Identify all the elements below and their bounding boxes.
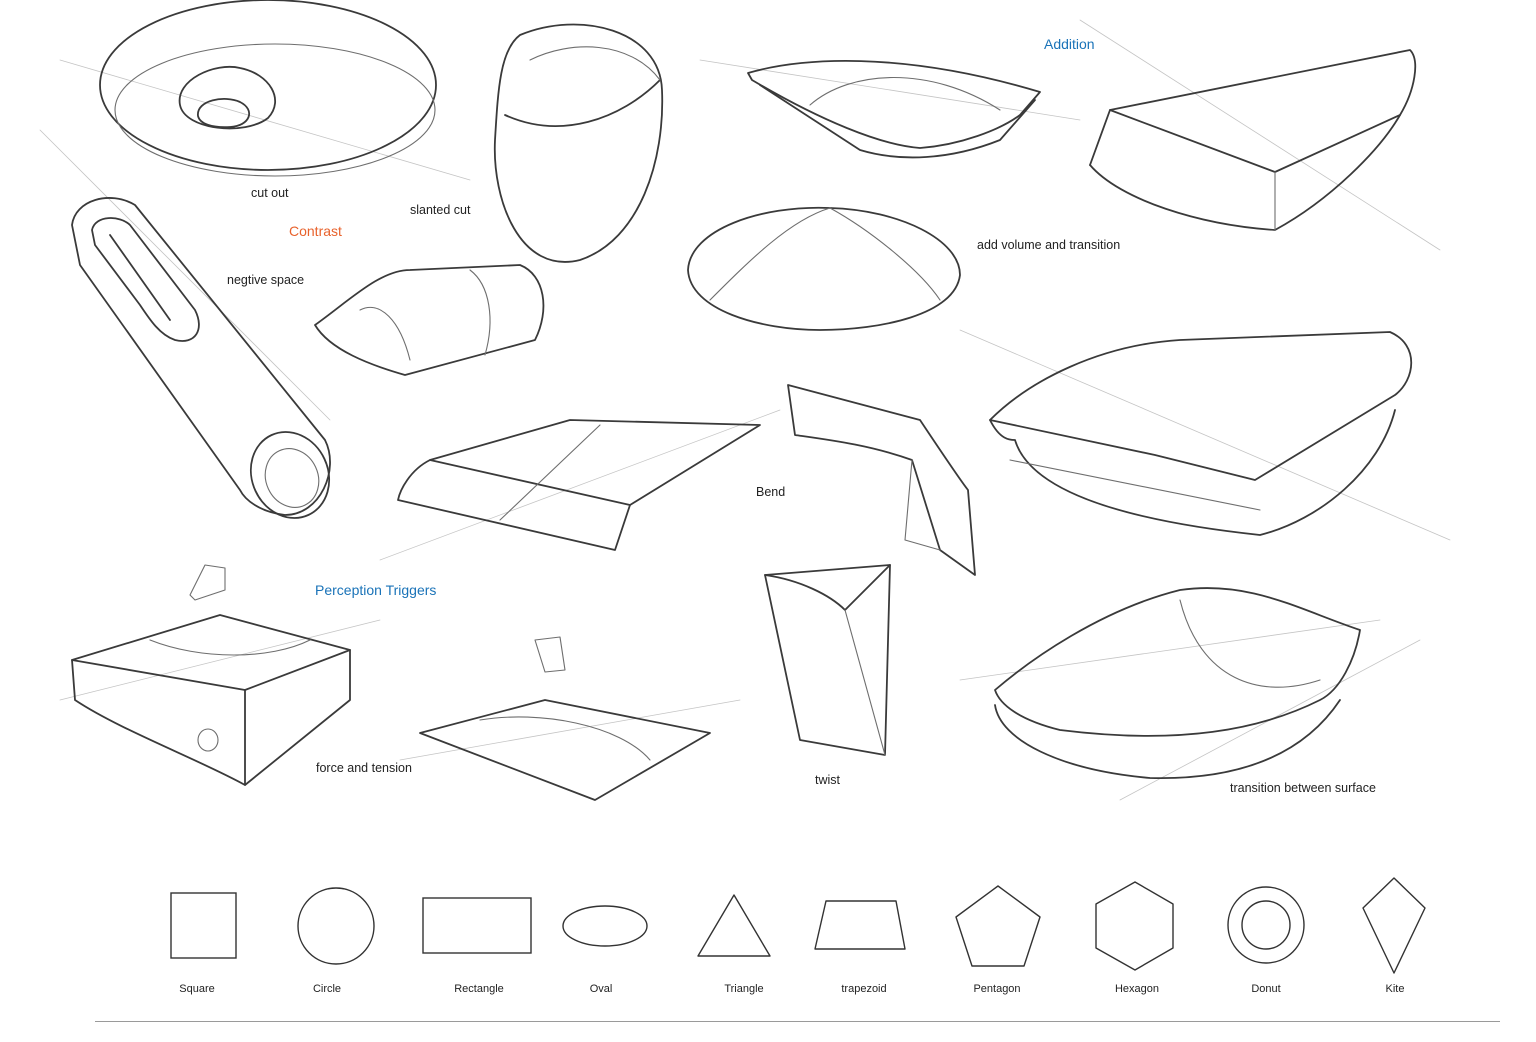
stacked-slab-sketch bbox=[989, 331, 1413, 536]
bend-panel-sketch bbox=[397, 419, 761, 551]
caption-hexagon: Hexagon bbox=[1114, 983, 1160, 995]
addition-block-sketch bbox=[1089, 49, 1417, 231]
label-slanted-cut: slanted cut bbox=[410, 203, 471, 217]
add-volume-sketch bbox=[687, 206, 961, 331]
trapezoid-icon bbox=[814, 900, 906, 950]
caption-triangle: Triangle bbox=[724, 983, 764, 995]
rectangle-icon bbox=[422, 897, 532, 954]
label-bend: Bend bbox=[756, 485, 786, 499]
heading-perception-triggers: Perception Triggers bbox=[315, 582, 437, 598]
kite-icon bbox=[1362, 877, 1426, 974]
square-icon bbox=[170, 892, 237, 959]
addition-tray-sketch bbox=[747, 60, 1041, 159]
caption-trapezoid: trapezoid bbox=[841, 983, 887, 995]
twist-prism-sketch bbox=[764, 564, 891, 756]
caption-donut: Donut bbox=[1251, 983, 1281, 995]
caption-square: Square bbox=[179, 983, 215, 995]
pentagon-icon bbox=[955, 885, 1041, 967]
hexagon-icon bbox=[1095, 881, 1174, 971]
construction-lines bbox=[39, 19, 1451, 801]
label-negative-space: negtive space bbox=[227, 273, 305, 287]
caption-rectangle: Rectangle bbox=[454, 983, 504, 995]
label-transition-surface: transition between surface bbox=[1230, 781, 1376, 795]
contrast-scoop-sketch bbox=[314, 264, 545, 376]
caption-kite: Kite bbox=[1385, 983, 1405, 995]
slanted-cut-sketch bbox=[493, 23, 664, 263]
caption-pentagon: Pentagon bbox=[973, 983, 1021, 995]
tension-sheet-sketch bbox=[419, 636, 711, 801]
heading-addition: Addition bbox=[1044, 36, 1095, 52]
label-twist: twist bbox=[815, 773, 840, 787]
bend-strip-sketch bbox=[787, 384, 976, 576]
circle-icon bbox=[297, 887, 375, 965]
basic-shapes-row bbox=[170, 877, 1426, 974]
label-add-volume: add volume and transition bbox=[977, 238, 1121, 252]
heading-contrast: Contrast bbox=[289, 223, 342, 239]
bottom-divider bbox=[95, 1021, 1500, 1022]
force-tension-box-sketch bbox=[71, 564, 351, 786]
oval-icon bbox=[562, 905, 648, 947]
triangle-icon bbox=[697, 894, 771, 957]
donut-icon bbox=[1227, 886, 1305, 964]
caption-circle: Circle bbox=[312, 983, 342, 995]
label-cut-out: cut out bbox=[251, 186, 289, 200]
caption-oval: Oval bbox=[589, 983, 613, 995]
label-force-tension: force and tension bbox=[316, 761, 412, 775]
negative-space-sketch bbox=[71, 197, 331, 519]
transition-surface-sketch bbox=[994, 587, 1361, 780]
cut-out-sketch bbox=[99, 0, 437, 177]
